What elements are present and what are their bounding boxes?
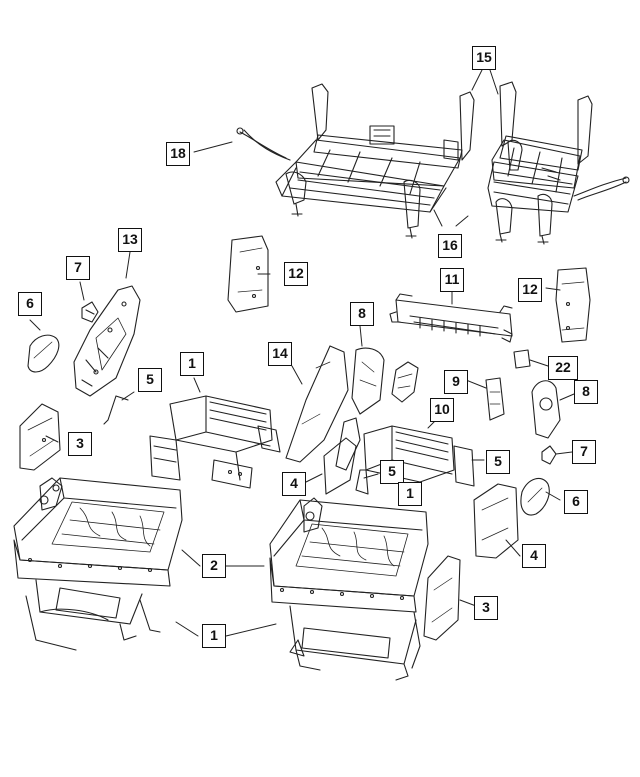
seat-back-frame-left bbox=[236, 83, 475, 239]
callout-1-lower: 1 bbox=[202, 624, 226, 648]
callout-8-right: 8 bbox=[574, 380, 598, 404]
seat-base-left bbox=[13, 477, 183, 651]
callout-6-right: 6 bbox=[564, 490, 588, 514]
trim-panel-12-right bbox=[555, 267, 591, 343]
callout-15: 15 bbox=[472, 46, 496, 70]
callout-5-center: 5 bbox=[380, 460, 404, 484]
trim-8-right bbox=[531, 380, 561, 439]
callout-3-left: 3 bbox=[68, 432, 92, 456]
back-panel-14 bbox=[285, 345, 349, 463]
callout-5-left: 5 bbox=[138, 368, 162, 392]
callout-7-upper-left: 7 bbox=[66, 256, 90, 280]
handle-cover-6-left bbox=[27, 334, 60, 373]
callout-6-left: 6 bbox=[18, 292, 42, 316]
callout-10: 10 bbox=[430, 398, 454, 422]
trim-4-left bbox=[323, 437, 357, 495]
callout-16: 16 bbox=[438, 234, 462, 258]
recliner-parts bbox=[391, 361, 419, 403]
callout-4-right: 4 bbox=[522, 544, 546, 568]
callout-14: 14 bbox=[268, 342, 292, 366]
callout-7-right: 7 bbox=[572, 440, 596, 464]
seat-base-right bbox=[269, 497, 429, 681]
callout-3-right: 3 bbox=[474, 596, 498, 620]
callout-12-right: 12 bbox=[518, 278, 542, 302]
callout-1-upper: 1 bbox=[180, 352, 204, 376]
callout-8-upper: 8 bbox=[350, 302, 374, 326]
wire-5-left bbox=[103, 395, 129, 425]
cross-member-11 bbox=[389, 293, 513, 343]
seat-back-frame-right bbox=[487, 81, 630, 245]
bracket-9 bbox=[485, 377, 505, 421]
callout-11: 11 bbox=[440, 268, 464, 292]
leader-lines bbox=[29, 69, 575, 637]
trim-8-upper bbox=[351, 347, 385, 415]
callout-2: 2 bbox=[202, 554, 226, 578]
trim-panel-12-left bbox=[227, 235, 269, 313]
callout-12-upper: 12 bbox=[284, 262, 308, 286]
clip-7-right bbox=[541, 445, 557, 465]
callout-22: 22 bbox=[548, 356, 578, 380]
callout-5-right: 5 bbox=[486, 450, 510, 474]
callout-1-center: 1 bbox=[398, 482, 422, 506]
callout-18: 18 bbox=[166, 142, 190, 166]
side-shield-13 bbox=[73, 285, 141, 397]
handle-cover-6-right bbox=[520, 477, 550, 516]
callout-13: 13 bbox=[118, 228, 142, 252]
callout-4-left: 4 bbox=[282, 472, 306, 496]
side-trim-3-right bbox=[423, 555, 461, 641]
side-trim-3-left bbox=[19, 403, 61, 471]
cushion-frame-1-left bbox=[149, 395, 281, 489]
clip-7-left bbox=[81, 301, 99, 323]
bracket-22 bbox=[513, 349, 531, 369]
side-trim-4-right bbox=[473, 483, 519, 559]
callout-9: 9 bbox=[444, 370, 468, 394]
